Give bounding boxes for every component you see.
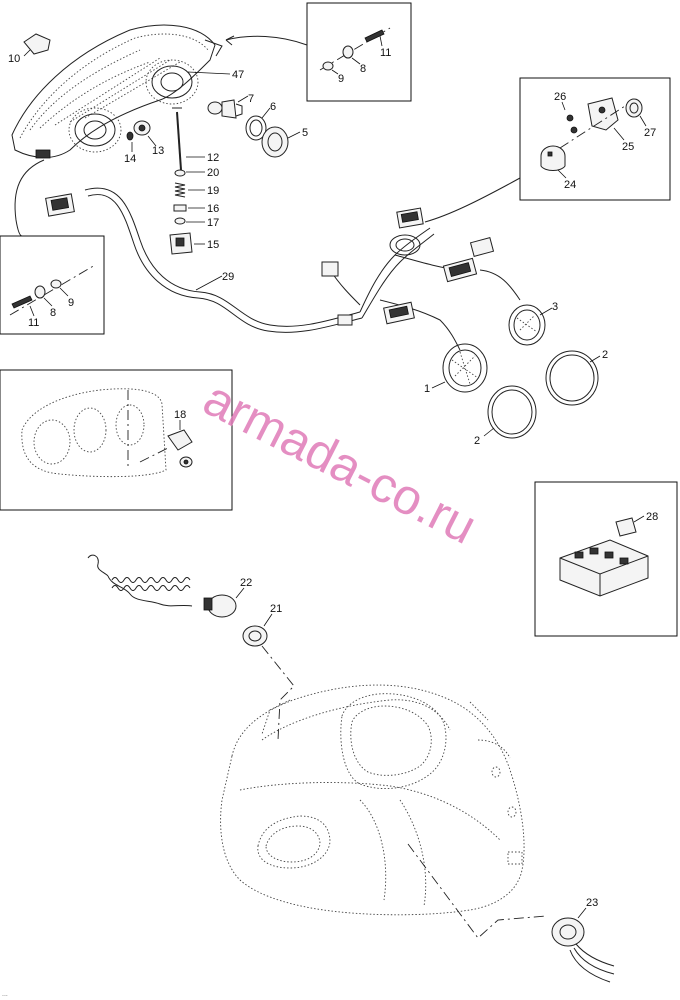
label-part-28: 28 <box>646 511 658 523</box>
watermark-text: armada-co.ru <box>195 370 485 555</box>
washer-part-20[interactable] <box>174 169 186 177</box>
headlight-assembly[interactable] <box>11 24 223 159</box>
label-part-18: 18 <box>174 409 186 421</box>
console-panel <box>220 684 525 916</box>
nut-part-9-left[interactable] <box>50 279 62 289</box>
label-part-6: 6 <box>270 101 276 113</box>
relay-part-28[interactable] <box>615 517 637 537</box>
label-part-22: 22 <box>240 577 252 589</box>
inset-hardware-left <box>0 235 105 335</box>
clip-part-10[interactable] <box>23 33 51 55</box>
fuse-box <box>559 539 649 597</box>
label-part-29: 29 <box>222 271 234 283</box>
label-part-17: 17 <box>207 217 219 229</box>
socket-part-24[interactable] <box>540 145 566 171</box>
label-part-3: 3 <box>552 301 558 313</box>
label-part-2-upper: 2 <box>602 349 608 361</box>
label-part-15: 15 <box>207 239 219 251</box>
gauge-part-1[interactable] <box>442 343 488 393</box>
label-part-11-upper: 11 <box>380 47 391 59</box>
label-part-1: 1 <box>424 383 430 395</box>
bulb-part-26[interactable] <box>566 114 578 134</box>
label-part-16: 16 <box>207 203 219 215</box>
bezel-ring-part-2-upper[interactable] <box>545 350 599 406</box>
label-part-19: 19 <box>207 185 219 197</box>
screw-part-11-upper[interactable] <box>364 29 385 43</box>
holder-part-25[interactable] <box>587 97 619 131</box>
tether-cord[interactable] <box>87 554 193 607</box>
bezel-ring-part-2-lower[interactable] <box>487 385 537 439</box>
label-part-25: 25 <box>622 141 634 153</box>
screw-part-11-left[interactable] <box>11 295 33 309</box>
nut-part-9-upper[interactable] <box>322 61 334 71</box>
label-part-5: 5 <box>302 127 308 139</box>
spring-part-19[interactable] <box>174 182 186 198</box>
tether-base-part-21[interactable] <box>242 625 268 647</box>
label-part-21: 21 <box>270 603 282 615</box>
gauge-part-3[interactable] <box>508 304 546 346</box>
grommet-part-13[interactable] <box>133 120 151 136</box>
label-part-26: 26 <box>554 91 566 103</box>
washer-part-17[interactable] <box>174 217 186 225</box>
label-part-27: 27 <box>644 127 656 139</box>
label-part-9-upper: 9 <box>338 73 344 85</box>
label-part-13: 13 <box>152 145 164 157</box>
label-part-7: 7 <box>248 93 254 105</box>
nut-part-16[interactable] <box>173 204 187 212</box>
ignition-switch-part-23[interactable] <box>551 917 615 983</box>
cap-part-5[interactable] <box>261 126 289 158</box>
washer-part-8-upper[interactable] <box>342 45 354 59</box>
label-part-8-left: 8 <box>50 307 56 319</box>
nut-part-14[interactable] <box>126 131 134 141</box>
tether-cap-part-22[interactable] <box>203 594 237 618</box>
label-part-8-upper: 8 <box>360 63 366 75</box>
label-part-12: 12 <box>207 152 219 164</box>
inset-hardware-upper <box>306 2 412 102</box>
label-part-14: 14 <box>124 153 136 165</box>
switch-part-18[interactable] <box>167 429 193 468</box>
bracket-part-15[interactable] <box>169 232 193 255</box>
screw-part-12[interactable] <box>172 107 182 171</box>
washer-part-8-left[interactable] <box>34 285 46 299</box>
ring-part-6[interactable] <box>245 115 267 141</box>
inset-fusebox <box>534 481 678 637</box>
label-part-2-lower: 2 <box>474 435 480 447</box>
part-labels: 10 47 7 6 5 13 14 12 20 19 16 17 15 29 1… <box>8 47 658 909</box>
label-part-9-left: 9 <box>68 297 74 309</box>
label-part-24: 24 <box>564 179 576 191</box>
footer-text: ... <box>2 991 8 998</box>
label-part-20: 20 <box>207 167 219 179</box>
inset-socket <box>519 77 671 201</box>
bulb-part-7[interactable] <box>207 99 243 119</box>
inset-cluster <box>0 369 233 511</box>
label-part-10: 10 <box>8 53 20 65</box>
label-part-47: 47 <box>232 69 244 81</box>
seal-part-27[interactable] <box>625 98 643 118</box>
wiring-harness-part-29[interactable] <box>45 187 521 351</box>
label-part-23: 23 <box>586 897 598 909</box>
label-part-11-left: 11 <box>28 317 39 329</box>
